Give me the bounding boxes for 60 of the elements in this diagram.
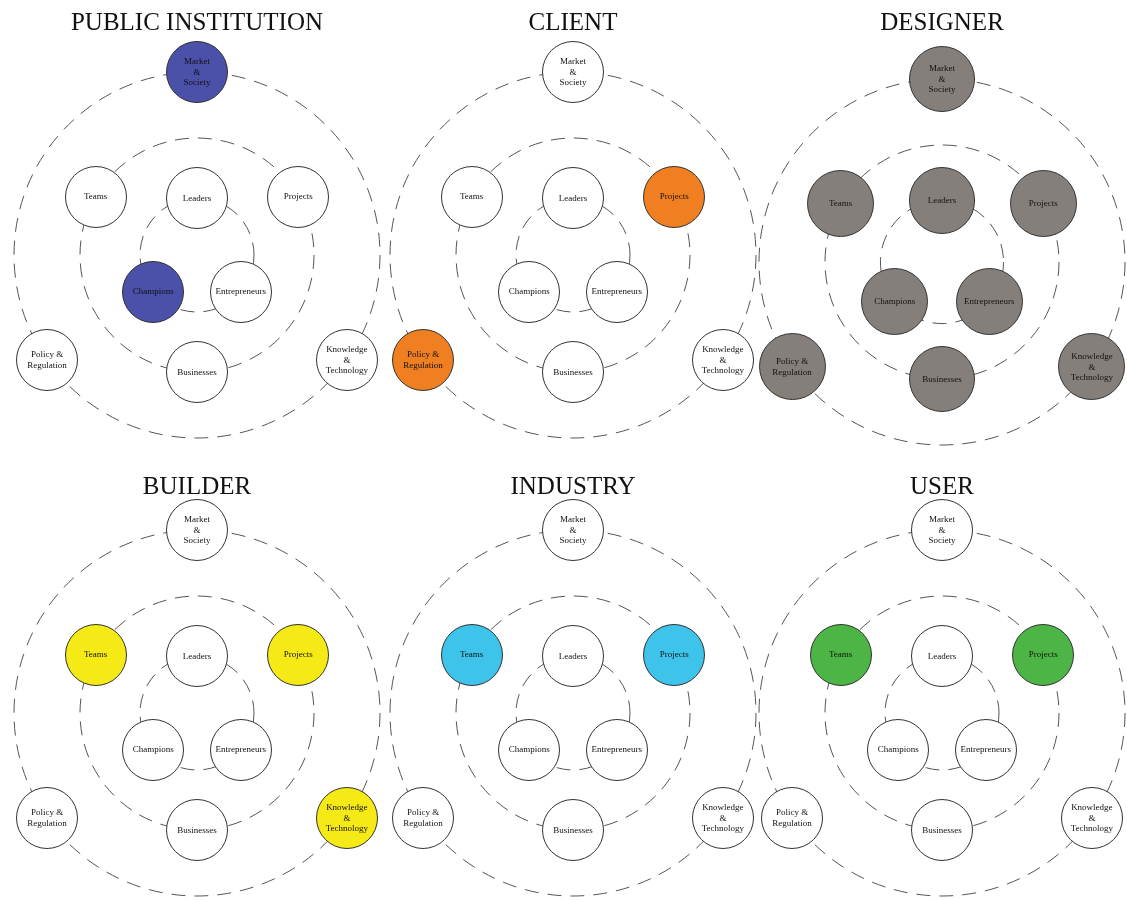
node-label: Projects bbox=[659, 649, 689, 660]
node-label: Businesses bbox=[553, 824, 593, 836]
node-label: Policy & Regulation bbox=[772, 356, 812, 378]
node-label: Teams bbox=[460, 191, 484, 202]
node-label: Entrepreneurs bbox=[591, 744, 642, 755]
node-label: Projects bbox=[283, 191, 313, 202]
node-label: Leaders bbox=[182, 192, 212, 204]
node-label: Leaders bbox=[927, 195, 957, 206]
node-label: Market & Society bbox=[928, 513, 956, 547]
node-label: Policy & Regulation bbox=[403, 807, 443, 829]
node-label: Businesses bbox=[553, 366, 593, 378]
node-label: Knowledge & Technology bbox=[1070, 350, 1114, 384]
node-label: Teams bbox=[460, 649, 484, 660]
node-label: Teams bbox=[828, 198, 853, 209]
node-label: Entrepreneurs bbox=[215, 286, 266, 297]
node-label: Knowledge & Technology bbox=[701, 343, 745, 377]
node-label: Champions bbox=[508, 286, 550, 297]
node-label: Market & Society bbox=[559, 513, 587, 547]
node-label: Market & Society bbox=[928, 62, 956, 96]
node-label: Policy & Regulation bbox=[772, 807, 812, 829]
node-label: Policy & Regulation bbox=[27, 349, 67, 371]
node-label: Champions bbox=[508, 744, 550, 755]
node-label: Businesses bbox=[922, 824, 962, 836]
node-label: Knowledge & Technology bbox=[701, 801, 745, 835]
node-label: Businesses bbox=[177, 366, 217, 378]
node-label: Policy & Regulation bbox=[27, 807, 67, 829]
node-label: Policy & Regulation bbox=[403, 349, 443, 371]
panel-title: BUILDER bbox=[142, 472, 252, 500]
node-label: Projects bbox=[1028, 649, 1058, 660]
node-label: Projects bbox=[283, 649, 313, 660]
panel-title: PUBLIC INSTITUTION bbox=[70, 8, 324, 36]
node-label: Entrepreneurs bbox=[960, 744, 1011, 755]
node-label: Knowledge & Technology bbox=[1070, 801, 1114, 835]
node-label: Entrepreneurs bbox=[963, 296, 1015, 307]
panel-title: USER bbox=[910, 472, 974, 500]
node-label: Leaders bbox=[558, 192, 588, 204]
panel-title: DESIGNER bbox=[880, 8, 1004, 36]
node-label: Market & Society bbox=[183, 513, 211, 547]
node-label: Leaders bbox=[182, 650, 212, 662]
node-label: Champions bbox=[132, 744, 174, 755]
node-label: Market & Society bbox=[183, 55, 211, 89]
panel-title: INDUSTRY bbox=[510, 472, 636, 500]
node-label: Projects bbox=[659, 191, 689, 202]
node-label: Knowledge & Technology bbox=[325, 343, 369, 377]
node-label: Projects bbox=[1028, 198, 1058, 209]
node-label: Knowledge & Technology bbox=[325, 801, 369, 835]
node-label: Champions bbox=[874, 296, 916, 307]
node-label: Champions bbox=[877, 744, 919, 755]
node-label: Leaders bbox=[927, 650, 957, 662]
node-label: Businesses bbox=[922, 373, 962, 385]
node-label: Entrepreneurs bbox=[591, 286, 642, 297]
node-label: Leaders bbox=[558, 650, 588, 662]
node-label: Teams bbox=[84, 649, 108, 660]
node-label: Teams bbox=[829, 649, 853, 660]
panel-title: CLIENT bbox=[528, 8, 618, 36]
node-label: Businesses bbox=[177, 824, 217, 836]
node-label: Champions bbox=[132, 286, 174, 297]
node-label: Entrepreneurs bbox=[215, 744, 266, 755]
node-label: Teams bbox=[84, 191, 108, 202]
node-label: Market & Society bbox=[559, 55, 587, 89]
